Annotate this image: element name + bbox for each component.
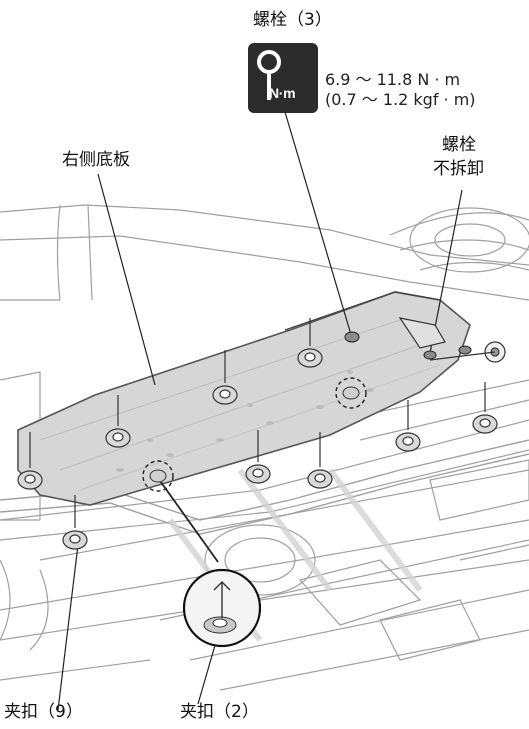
clip — [297, 318, 323, 368]
right-under-panel-shape — [17, 291, 471, 506]
torque-wrench-icon: N·m — [248, 43, 318, 113]
clip — [62, 495, 88, 550]
retained-bolt — [398, 317, 506, 363]
clip — [245, 430, 271, 484]
torque-value-kgfm: (0.7 ～ 1.2 kgf · m) — [325, 90, 476, 109]
clip — [105, 395, 131, 448]
torque-icon-ring — [257, 50, 281, 74]
torque-value-nm: 6.9 ～ 11.8 N · m — [325, 70, 461, 89]
clip — [472, 382, 498, 434]
bolt-not-removed-label-line1: 螺栓 — [442, 135, 476, 155]
clip — [17, 432, 43, 490]
panel-holes — [116, 370, 374, 472]
bolt-not-removed-label-line2: 不拆卸 — [433, 159, 484, 179]
highlighted-clips — [142, 377, 367, 492]
right-under-panel-label: 右侧底板 — [62, 150, 130, 170]
torque-icon-stem — [267, 74, 271, 100]
clip — [307, 432, 333, 489]
bolt-label: 螺栓（3） — [253, 10, 332, 30]
clip — [212, 350, 238, 405]
clip-fasteners — [17, 318, 498, 550]
bolts — [344, 331, 472, 360]
clip-9-label: 夹扣（9） — [4, 702, 83, 722]
leader-lines — [57, 111, 463, 711]
torque-specification: 6.9 ～ 11.8 N · m (0.7 ～ 1.2 kgf · m) — [325, 70, 476, 110]
clip — [395, 400, 421, 452]
detail-magnifier — [182, 568, 262, 648]
clip-2-label: 夹扣（2） — [180, 702, 259, 722]
torque-unit-text: N·m — [269, 85, 296, 101]
